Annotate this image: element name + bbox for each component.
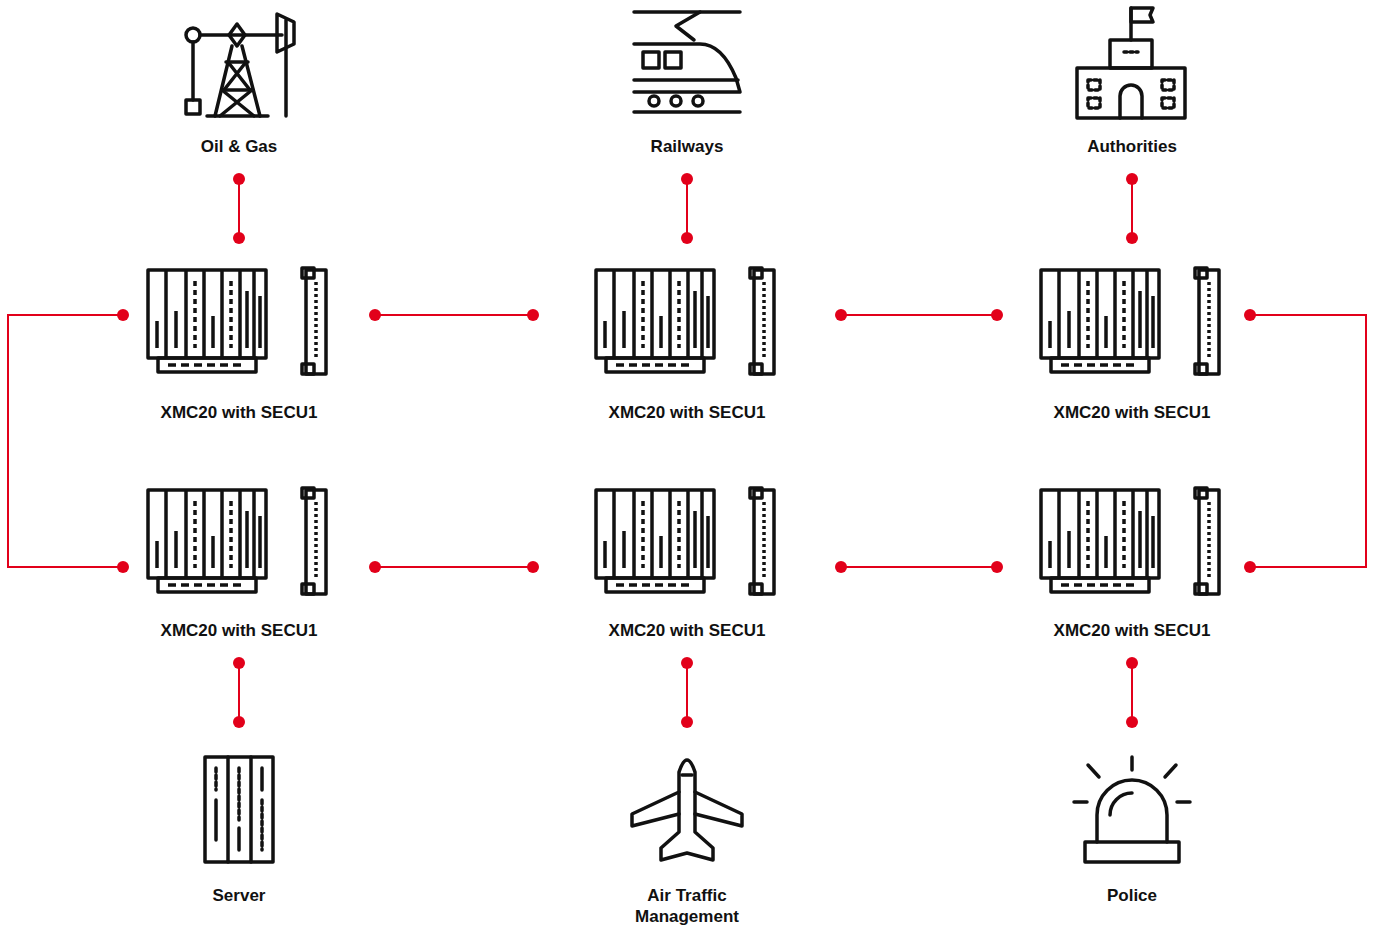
connector-dot: [991, 561, 1003, 573]
node-label: XMC20 with SECU1: [607, 620, 768, 641]
link-line: [238, 663, 240, 722]
connector-dot: [1244, 561, 1256, 573]
connector-dot: [369, 561, 381, 573]
link-line: [1131, 663, 1133, 722]
node-label: Server: [211, 885, 268, 906]
link-line: [1250, 315, 1366, 567]
network-link: [1126, 173, 1138, 244]
icon-node: Railways: [587, 10, 787, 157]
siren-icon: [1074, 757, 1190, 862]
node-label: Authorities: [1085, 136, 1179, 157]
icon-node: Air Traffic Management: [617, 752, 757, 927]
train-icon: [634, 12, 740, 112]
link-line: [841, 314, 997, 316]
node-label: XMC20 with SECU1: [159, 620, 320, 641]
connector-dot: [527, 309, 539, 321]
connector-dot: [835, 561, 847, 573]
network-link: [681, 173, 693, 244]
node-label: Air Traffic Management: [617, 885, 757, 927]
node-label: XMC20 with SECU1: [607, 402, 768, 423]
icon-node: Oil & Gas: [139, 10, 339, 157]
node-label: XMC20 with SECU1: [1052, 620, 1213, 641]
node-label: XMC20 with SECU1: [159, 402, 320, 423]
link-line: [238, 179, 240, 238]
link-line: [375, 314, 533, 316]
connector-dot: [233, 173, 245, 185]
connector-dot: [233, 716, 245, 728]
node-label: Oil & Gas: [199, 136, 280, 157]
link-line: [841, 566, 997, 568]
connector-dot: [991, 309, 1003, 321]
network-link: [369, 309, 539, 321]
network-link: [835, 561, 1003, 573]
link-line: [686, 179, 688, 238]
node-label: XMC20 with SECU1: [1052, 402, 1213, 423]
connector-dot: [369, 309, 381, 321]
connector-dot: [1126, 173, 1138, 185]
connector-dot: [117, 561, 129, 573]
connector-dot: [681, 173, 693, 185]
connector-dot: [681, 716, 693, 728]
icon-node: XMC20 with SECU1: [587, 485, 787, 641]
icon-node: XMC20 with SECU1: [587, 265, 787, 423]
link-line: [686, 663, 688, 722]
connector-dot: [527, 561, 539, 573]
connector-dot: [1126, 716, 1138, 728]
link-line: [375, 566, 533, 568]
icon-node: XMC20 with SECU1: [139, 265, 339, 423]
icon-node: Police: [1032, 752, 1232, 906]
airplane-icon: [632, 760, 742, 860]
network-link: [233, 173, 245, 244]
connector-dot: [681, 232, 693, 244]
icon-node: Authorities: [1032, 10, 1232, 157]
network-link: [233, 657, 245, 728]
connector-dot: [117, 309, 129, 321]
connector-dot: [835, 309, 847, 321]
server-icon: [205, 757, 273, 862]
network-link: [8, 309, 129, 573]
icon-node: XMC20 with SECU1: [139, 485, 339, 641]
network-link: [681, 657, 693, 728]
network-link: [1126, 657, 1138, 728]
government-building-icon: [1077, 8, 1185, 118]
link-line: [8, 315, 123, 567]
connector-dot: [1126, 232, 1138, 244]
node-label: Railways: [649, 136, 726, 157]
icon-node: Server: [139, 752, 339, 906]
link-line: [1131, 179, 1133, 238]
network-link: [369, 561, 539, 573]
connector-dot: [1244, 309, 1256, 321]
network-link: [835, 309, 1003, 321]
node-label: Police: [1105, 885, 1159, 906]
xmc20-icons: [148, 268, 1219, 594]
oil-pump-icon: [186, 14, 294, 116]
network-link: [1244, 309, 1366, 573]
connector-dot: [233, 232, 245, 244]
icon-node: XMC20 with SECU1: [1032, 485, 1232, 641]
connector-dot: [233, 657, 245, 669]
connector-dot: [1126, 657, 1138, 669]
icon-node: XMC20 with SECU1: [1032, 265, 1232, 423]
connector-dot: [681, 657, 693, 669]
